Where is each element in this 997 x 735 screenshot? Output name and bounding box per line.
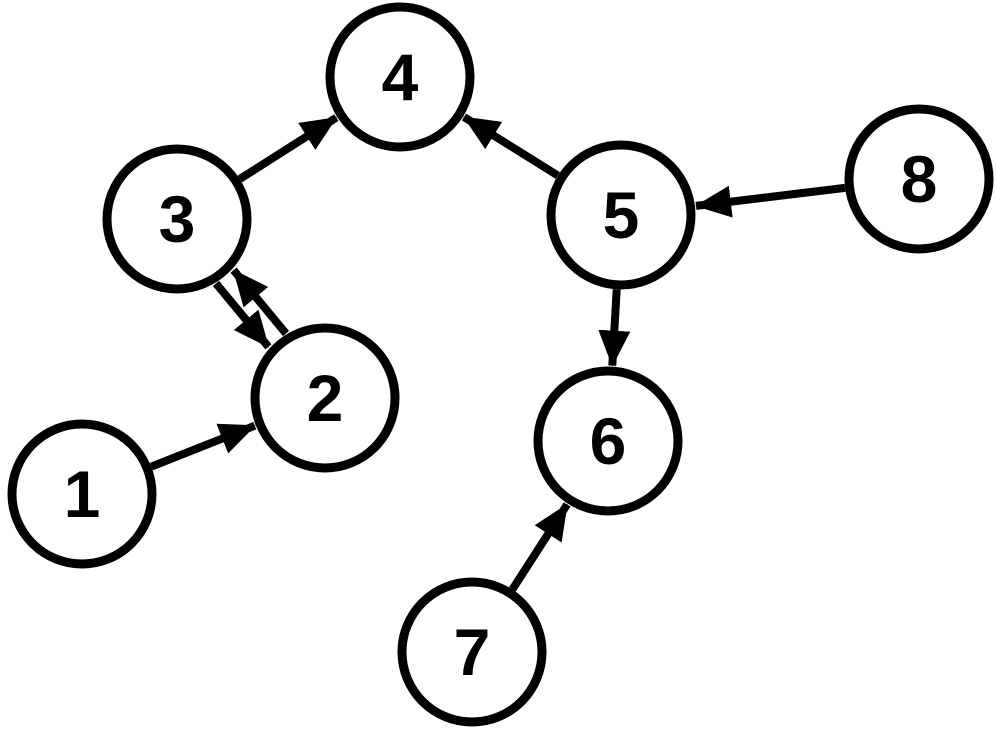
node-circle-5 (546, 140, 696, 290)
node-label-5: 5 (603, 178, 640, 252)
node-5: 5 (546, 140, 696, 290)
node-4: 4 (325, 2, 475, 152)
node-label-7: 7 (454, 615, 491, 689)
node-circle-4 (325, 2, 475, 152)
node-circle-3 (102, 144, 252, 294)
node-label-2: 2 (307, 361, 344, 435)
edge-1-to-2 (149, 421, 257, 471)
node-2: 2 (250, 323, 400, 473)
edge-3-to-4 (237, 114, 339, 183)
node-6: 6 (533, 366, 683, 516)
node-label-4: 4 (382, 40, 419, 114)
node-label-3: 3 (159, 182, 196, 256)
edge-layer (149, 113, 846, 592)
node-1: 1 (7, 419, 157, 569)
edge-2-to-3 (230, 267, 290, 337)
node-circle-1 (7, 419, 157, 569)
edge-5-to-6 (598, 289, 631, 367)
node-label-8: 8 (901, 142, 938, 216)
edge-5-to-4 (461, 113, 560, 179)
node-circle-2 (250, 323, 400, 473)
node-circle-8 (844, 104, 994, 254)
node-8: 8 (844, 104, 994, 254)
node-layer: 1 2 3 4 5 6 7 8 (7, 2, 994, 727)
node-label-1: 1 (64, 457, 101, 531)
node-circle-7 (397, 577, 547, 727)
node-label-6: 6 (590, 404, 627, 478)
edge-8-to-5 (695, 183, 846, 218)
node-circle-6 (533, 366, 683, 516)
node-7: 7 (397, 577, 547, 727)
node-3: 3 (102, 144, 252, 294)
edge-7-to-6 (509, 502, 571, 592)
edge-3-to-2 (212, 280, 272, 350)
